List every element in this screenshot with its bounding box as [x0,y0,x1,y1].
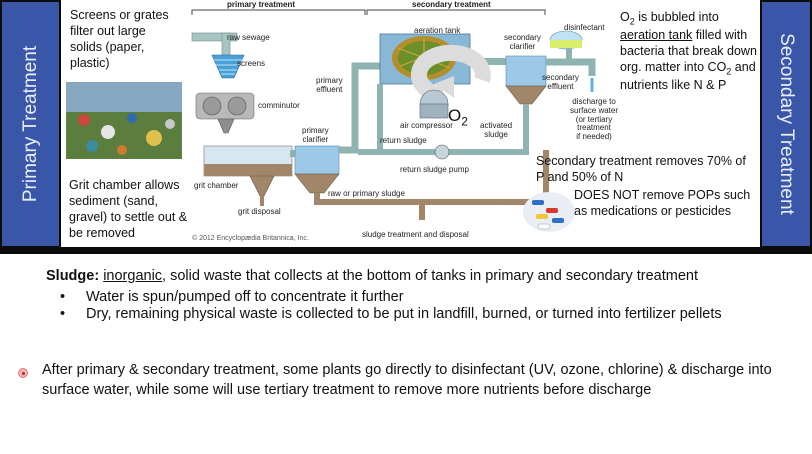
note-removal: Secondary treatment removes 70% of P and… [536,154,746,184]
label-grit-disposal: grit disposal [238,207,281,216]
secondary-treatment-title: Secondary Treatment [776,33,797,215]
label-o2-big: O2 [448,106,468,129]
label-screens: screens [237,59,266,68]
label-aeration-tank: aeration tank [414,26,461,35]
comminutor-unit [195,92,255,134]
pointer-dot [18,368,28,378]
diagram-illustration [66,9,596,232]
bullet-mark: • [60,289,66,305]
pills-photo [523,192,575,232]
label-raw-or-primary-sludge: raw or primary sludge [328,189,405,198]
label-comminutor: comminutor [258,101,300,110]
label-discharge: discharge to surface water (or tertiary … [570,97,619,142]
label-secondary-clarifier: secondary clarifier [504,33,541,51]
primary-treatment-title: Primary Treatment [19,45,41,203]
primary-clarifier-unit [294,145,340,194]
wastewater-diagram: primary treatment secondary treatment ra… [62,0,760,247]
bullet-mark: • [60,306,66,322]
screens-unit [211,54,245,79]
label-primary-treatment: primary treatment [227,0,296,9]
disinfectant-unit [549,30,583,64]
label-activated-sludge: activated sludge [480,121,513,139]
label-disinfectant: disinfectant [564,23,605,32]
label-air-compressor: air compressor [400,121,453,130]
label-copyright: © 2012 Encyclopædia Britannica, Inc. [192,235,309,242]
label-primary-clarifier: primary clarifier [302,126,329,144]
paragraph-discharge: After primary & secondary treatment, som… [42,362,772,399]
left-sidebar: Primary Treatment [0,0,61,248]
label-primary-effluent: primary effluent [316,76,343,94]
sludge-definition: Sludge: inorganic, solid waste that coll… [46,268,699,284]
label-return-sludge: return sludge [380,136,427,145]
note-o2: O2 is bubbled into aeration tank filled … [620,10,757,92]
right-sidebar: Secondary Treatment [760,0,812,248]
note-screens: Screens or grates filter out large solid… [70,8,169,70]
air-compressor-unit [419,89,449,119]
bullet-item: •Dry, remaining physical waste is collec… [60,306,722,322]
note-pops: DOES NOT remove POPs such as medications… [574,188,751,218]
bullet-item: •Water is spun/pumped off to concentrate… [60,289,404,305]
label-secondary-effluent: secondary effluent [542,73,579,91]
note-grit: Grit chamber allows sediment (sand, grav… [69,178,188,240]
label-return-sludge-pump: return sludge pump [400,165,469,174]
secondary-clarifier-unit [505,55,547,105]
label-raw-sewage: raw sewage [227,33,270,42]
trash-photo [66,82,182,159]
label-secondary-treatment: secondary treatment [412,0,491,9]
label-grit-chamber: grit chamber [194,181,239,190]
grit-chamber-unit [203,145,293,197]
divider-strip [0,247,812,254]
label-sludge-treatment: sludge treatment and disposal [362,230,469,239]
